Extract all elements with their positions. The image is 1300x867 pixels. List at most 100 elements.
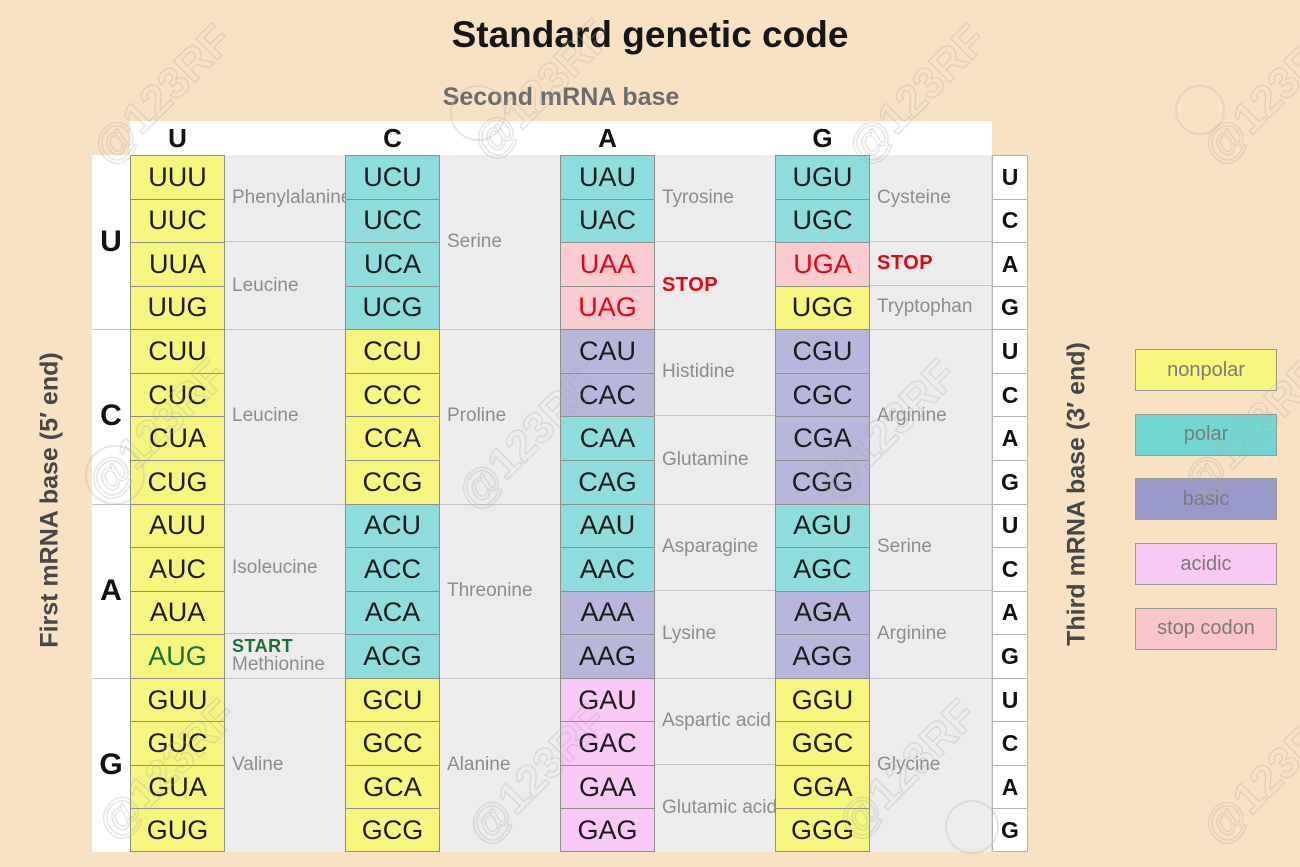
codon-cell-UUG: UUG <box>130 285 225 330</box>
amino-acid-name: Phenylalanine <box>232 187 352 209</box>
third-base-cell-U-U: U <box>992 155 1028 199</box>
codon-cell-UCG: UCG <box>345 285 440 330</box>
third-base-cell-C-A: A <box>992 416 1028 460</box>
codon-cell-UAA: UAA <box>560 242 655 286</box>
amino-acid-label: Alanine <box>440 678 560 852</box>
amino-acid-name: Glutamic acid <box>662 797 778 819</box>
amino-acid-name: Asparagine <box>662 535 759 557</box>
third-base-cell-G-G: G <box>992 808 1028 852</box>
codon-cell-AGU: AGU <box>775 503 870 548</box>
codon-cell-UUA: UUA <box>130 242 225 286</box>
column-header-G: G <box>812 122 833 153</box>
codon-cell-CGA: CGA <box>775 416 870 460</box>
watermark-text: @123RF <box>1192 695 1300 855</box>
codon-cell-CCU: CCU <box>345 329 440 373</box>
amino-acid-name: Arginine <box>877 623 947 645</box>
legend-item-label: basic <box>1182 487 1230 510</box>
codon-cell-GUU: GUU <box>130 677 225 722</box>
third-base-cell-C-G: G <box>992 459 1028 504</box>
codon-cell-ACG: ACG <box>345 634 440 678</box>
legend-item-nonpolar: nonpolar <box>1135 349 1277 391</box>
codon-cell-CUU: CUU <box>130 329 225 373</box>
stop-label: STOP <box>870 242 992 286</box>
codon-cell-AAU: AAU <box>560 503 655 548</box>
third-base-cell-C-U: U <box>992 329 1028 373</box>
amino-acid-name: Serine <box>877 535 932 557</box>
amino-acid-label: Serine <box>440 155 560 329</box>
codon-cell-GUA: GUA <box>130 764 225 809</box>
legend-item-stop-codon: stop codon <box>1135 607 1277 650</box>
amino-acid-label: Cysteine <box>870 155 992 243</box>
amino-acid-name: Valine <box>232 753 284 775</box>
amino-acid-name: Lysine <box>662 623 717 645</box>
amino-acid-label: Proline <box>440 329 560 503</box>
amino-acid-label: Threonine <box>440 504 560 678</box>
codon-cell-AAC: AAC <box>560 547 655 591</box>
codon-cell-GAU: GAU <box>560 677 655 722</box>
amino-acid-name: Tryptophan <box>877 296 973 318</box>
codon-cell-UCC: UCC <box>345 198 440 243</box>
third-base-cell-A-U: U <box>992 503 1028 548</box>
legend-item-acidic: acidic <box>1135 543 1277 586</box>
third-base-cell-A-A: A <box>992 590 1028 635</box>
codon-cell-CGU: CGU <box>775 329 870 373</box>
amino-acid-label: Glutamic acid <box>655 765 778 852</box>
amino-acid-name: Arginine <box>877 405 947 427</box>
codon-cell-CGC: CGC <box>775 372 870 417</box>
codon-cell-UGU: UGU <box>775 155 870 199</box>
codon-cell-CAU: CAU <box>560 329 655 373</box>
third-base-cell-U-G: G <box>992 285 1028 330</box>
codon-cell-UGC: UGC <box>775 198 870 243</box>
amino-acid-label: Asparagine <box>655 504 775 591</box>
amino-acid-name: Serine <box>447 231 502 253</box>
codon-cell-AUC: AUC <box>130 547 225 591</box>
first-base-label-U: U <box>100 225 122 259</box>
second-base-axis-label: Second mRNA base <box>442 83 680 111</box>
amino-acid-name: Tyrosine <box>662 187 734 209</box>
codon-cell-AUU: AUU <box>130 503 225 548</box>
codon-cell-AUA: AUA <box>130 590 225 635</box>
codon-cell-UAG: UAG <box>560 285 655 330</box>
amino-acid-label: Glycine <box>870 678 992 852</box>
column-header-A: A <box>598 122 617 153</box>
amino-acid-label: Tyrosine <box>655 155 775 243</box>
codon-cell-CAC: CAC <box>560 372 655 417</box>
first-base-label-G: G <box>99 747 123 781</box>
codon-cell-CCC: CCC <box>345 372 440 417</box>
legend-item-label: polar <box>1183 423 1229 446</box>
third-base-cell-G-U: U <box>992 677 1028 722</box>
amino-acid-label: Valine <box>225 678 345 852</box>
codon-cell-UAC: UAC <box>560 198 655 243</box>
codon-cell-GAA: GAA <box>560 764 655 809</box>
codon-cell-UCU: UCU <box>345 155 440 199</box>
amino-acid-name: Leucine <box>232 405 299 427</box>
amino-acid-name: Cysteine <box>877 187 951 209</box>
amino-acid-label: Leucine <box>225 242 345 329</box>
page-title: Standard genetic code <box>451 14 849 55</box>
codon-cell-GGU: GGU <box>775 677 870 722</box>
start-label-text: START <box>232 636 294 657</box>
codon-cell-CCG: CCG <box>345 459 440 504</box>
legend-item-basic: basic <box>1135 478 1277 521</box>
codon-cell-UGA: UGA <box>775 242 870 286</box>
amino-acid-label: Glutamine <box>655 416 775 503</box>
codon-cell-UGG: UGG <box>775 285 870 330</box>
amino-acid-label: Histidine <box>655 329 775 417</box>
codon-cell-AAG: AAG <box>560 634 655 678</box>
codon-cell-CGG: CGG <box>775 459 870 504</box>
stop-label-text: STOP <box>877 251 934 274</box>
legend-item-polar: polar <box>1135 413 1277 456</box>
watermark-text: @123RF <box>1192 15 1300 175</box>
third-base-cell-U-C: C <box>992 198 1028 243</box>
codon-cell-ACA: ACA <box>345 590 440 635</box>
codon-cell-GCC: GCC <box>345 721 440 765</box>
codon-cell-GAG: GAG <box>560 808 655 852</box>
amino-acid-label: Tryptophan <box>870 286 992 330</box>
column-header-C: C <box>383 122 402 153</box>
amino-acid-label: Arginine <box>870 591 992 678</box>
codon-cell-AGA: AGA <box>775 590 870 635</box>
third-base-cell-C-C: C <box>992 372 1028 417</box>
third-base-cell-A-G: G <box>992 634 1028 678</box>
